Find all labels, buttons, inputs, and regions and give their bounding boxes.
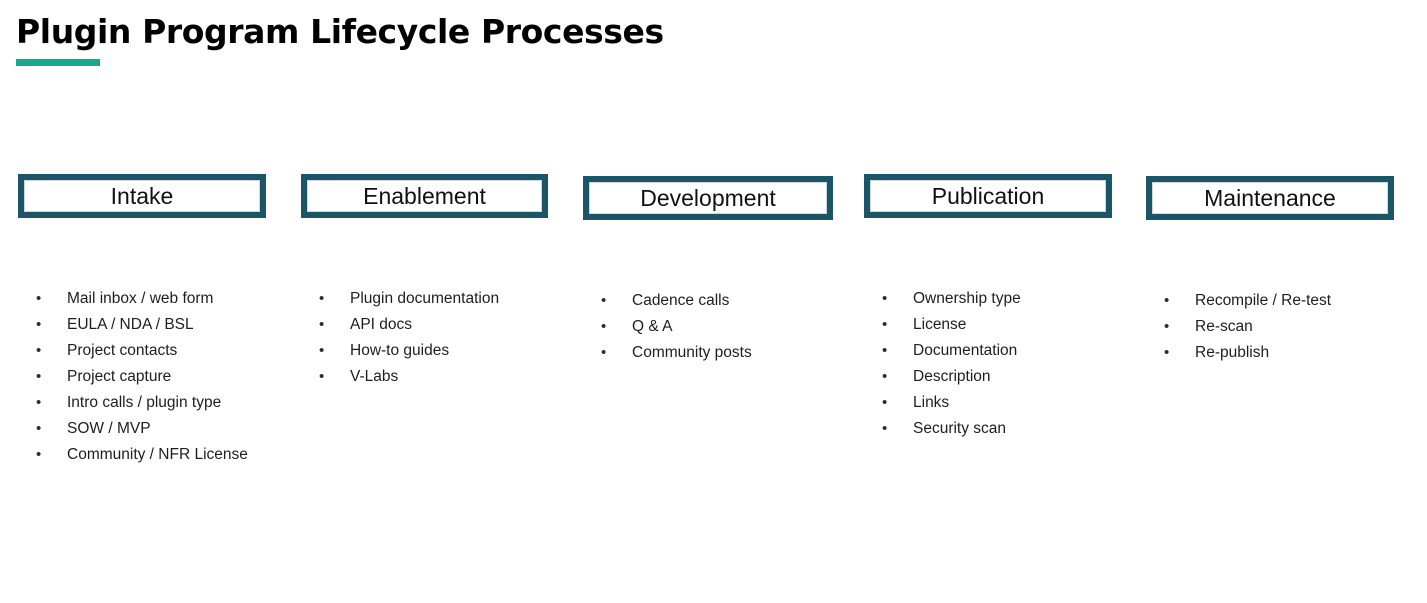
list-item-label: Project capture — [67, 368, 172, 385]
phase-title-intake: Intake — [110, 182, 174, 209]
phase-column-publication: Publication • Ownership type • License • Docum… — [864, 174, 1112, 437]
list-item: • Project capture — [18, 364, 266, 390]
list-item-label: License — [913, 316, 967, 333]
bullet-dot-icon: • — [1164, 292, 1170, 309]
phase-item-list-development: • Cadence calls • Q & A • Community posts — [583, 288, 833, 366]
list-item-label: Re-scan — [1195, 318, 1253, 335]
list-item-label: Recompile / Re-test — [1195, 292, 1332, 309]
list-item-label: Description — [913, 368, 991, 385]
list-item: • Ownership type — [864, 286, 1112, 312]
list-item: • Intro calls / plugin type — [18, 390, 266, 416]
list-item-label: Community / NFR License — [67, 446, 248, 463]
list-item-label: V-Labs — [350, 368, 399, 385]
phase-title-maintenance: Maintenance — [1204, 184, 1336, 211]
list-item: • SOW / MVP — [18, 416, 266, 442]
list-item-label: Ownership type — [913, 290, 1021, 307]
bullet-dot-icon: • — [601, 344, 607, 361]
list-item: • License — [864, 312, 1112, 338]
bullet-dot-icon: • — [36, 420, 42, 437]
list-item: • Recompile / Re-test — [1146, 288, 1394, 314]
list-item-label: Security scan — [913, 420, 1007, 437]
bullet-dot-icon: • — [882, 368, 888, 385]
list-item-label: Plugin documentation — [350, 290, 500, 307]
list-item-label: Cadence calls — [632, 292, 730, 309]
bullet-dot-icon: • — [319, 290, 325, 307]
phase-header-box-intake[interactable]: Intake — [18, 174, 266, 218]
bullet-dot-icon: • — [882, 290, 888, 307]
bullet-dot-icon: • — [319, 316, 325, 333]
phase-header-inner: Enablement — [307, 180, 542, 212]
lifecycle-columns: Intake • Mail inbox / web form • EULA / NDA … — [0, 160, 1427, 490]
phase-header-box-maintenance[interactable]: Maintenance — [1146, 176, 1394, 220]
list-item-label: Community posts — [632, 344, 752, 361]
list-item-label: Intro calls / plugin type — [67, 394, 222, 411]
bullet-dot-icon: • — [882, 394, 888, 411]
list-item: • Community posts — [583, 340, 833, 366]
phase-title-enablement: Enablement — [363, 182, 486, 209]
list-item-label: Mail inbox / web form — [67, 290, 214, 307]
phase-header-box-enablement[interactable]: Enablement — [301, 174, 548, 218]
list-item-label: Documentation — [913, 342, 1018, 359]
phase-item-list-intake: •Mail inbox / web form•EULA / NDA / BSL•… — [18, 286, 266, 468]
phase-item-list-enablement: • Plugin documentation • API docs • How-to gu… — [301, 286, 548, 390]
list-item: • Security scan — [864, 416, 1112, 442]
list-item-label: API docs — [350, 316, 413, 333]
page-title: Plugin Program Lifecycle Processes — [16, 12, 664, 51]
bullet-dot-icon: • — [319, 368, 325, 385]
bullet-dot-icon: • — [1164, 318, 1170, 335]
list-item-label: How-to guides — [350, 342, 450, 359]
title-accent-bar — [16, 59, 100, 66]
phase-header-box-development[interactable]: Development — [583, 176, 833, 220]
phase-header-inner: Maintenance — [1152, 182, 1388, 214]
bullet-dot-icon: • — [319, 342, 325, 359]
phase-header-inner: Intake — [24, 180, 260, 212]
phase-column-enablement: Enablement • Plugin documentation • API docs… — [301, 174, 548, 385]
phase-header-inner: Publication — [870, 180, 1106, 212]
list-item: • V-Labs — [301, 364, 548, 390]
phase-header-box-publication[interactable]: Publication — [864, 174, 1112, 218]
list-item: • Re-publish — [1146, 340, 1394, 366]
bullet-dot-icon: • — [36, 342, 42, 359]
phase-item-list-publication: • Ownership type • License • Documentation • De… — [864, 286, 1112, 442]
phase-header-inner: Development — [589, 182, 827, 214]
bullet-dot-icon: • — [601, 318, 607, 335]
list-item-label: EULA / NDA / BSL — [67, 316, 194, 333]
list-item-label: Links — [913, 394, 950, 411]
list-item: • API docs — [301, 312, 548, 338]
phase-column-development: Development • Cadence calls • Q & A • Communit… — [583, 176, 833, 361]
bullet-dot-icon: • — [36, 368, 42, 385]
list-item-label: SOW / MVP — [67, 420, 151, 437]
list-item-label: Project contacts — [67, 342, 178, 359]
phase-column-maintenance: Maintenance•Recompile / Re-test•Re-scan•… — [1146, 176, 1394, 361]
phase-column-intake: Intake • Mail inbox / web form • EULA / NDA … — [18, 174, 266, 463]
list-item: • Project contacts — [18, 338, 266, 364]
list-item-label: Q & A — [632, 318, 673, 335]
bullet-dot-icon: • — [36, 290, 42, 307]
list-item: • Mail inbox / web form — [18, 286, 266, 312]
bullet-dot-icon: • — [36, 316, 42, 333]
phase-title-publication: Publication — [931, 182, 1045, 209]
list-item: • Cadence calls — [583, 288, 833, 314]
list-item: • Documentation — [864, 338, 1112, 364]
list-item: • Links — [864, 390, 1112, 416]
list-item: • EULA / NDA / BSL — [18, 312, 266, 338]
list-item: • Re-scan — [1146, 314, 1394, 340]
bullet-dot-icon: • — [1164, 344, 1170, 361]
phase-item-list-maintenance: • Recompile / Re-test • Re-scan • Re-publish — [1146, 288, 1394, 366]
list-item: • Q & A — [583, 314, 833, 340]
bullet-dot-icon: • — [36, 394, 42, 411]
list-item: • Plugin documentation — [301, 286, 548, 312]
phase-title-development: Development — [640, 184, 776, 211]
bullet-dot-icon: • — [36, 446, 42, 463]
bullet-dot-icon: • — [882, 316, 888, 333]
list-item: • Description — [864, 364, 1112, 390]
bullet-dot-icon: • — [601, 292, 607, 309]
list-item-label: Re-publish — [1195, 344, 1270, 361]
list-item: • How-to guides — [301, 338, 548, 364]
bullet-dot-icon: • — [882, 420, 888, 437]
list-item: • Community / NFR License — [18, 442, 266, 468]
bullet-dot-icon: • — [882, 342, 888, 359]
